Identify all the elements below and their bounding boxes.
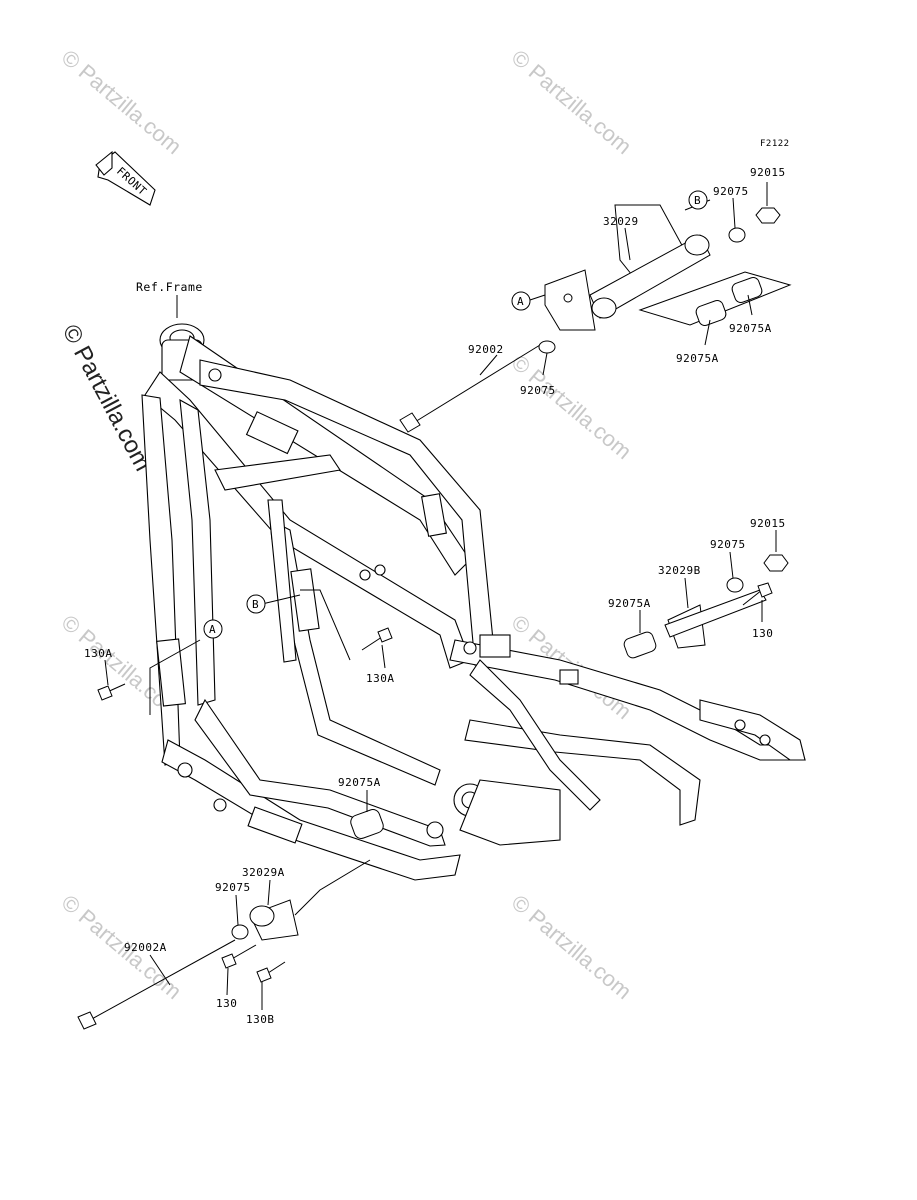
- label-32029: 32029: [603, 215, 639, 228]
- label-130A-center: 130A: [366, 672, 395, 685]
- front-arrow-icon: FRONT: [95, 150, 156, 206]
- watermark-text: © Partzilla.com: [57, 45, 187, 159]
- washer-92075-top: [728, 227, 746, 243]
- bottom-mount-assembly: [77, 790, 384, 1030]
- nut-92015-mid: [763, 554, 789, 572]
- part-labels: 32029 92075 92015 92075A 92075A 92002 92…: [84, 166, 786, 1026]
- callout-a-top: A: [511, 291, 531, 311]
- nut-92015-top: [755, 207, 781, 224]
- bushing-92075A-left: [695, 300, 727, 326]
- bolt-130A-left: [97, 685, 113, 701]
- bolt-130-bottom: [221, 953, 237, 969]
- watermark-text: © Partzilla.com: [57, 890, 187, 1004]
- mid-mount-assembly: [623, 530, 789, 659]
- figure-code: F2122: [760, 139, 790, 149]
- label-92015-top: 92015: [750, 166, 786, 179]
- watermark-main: © Partzilla.com: [57, 320, 157, 475]
- bolt-130-mid: [757, 582, 773, 598]
- label-32029B: 32029B: [658, 564, 701, 577]
- label-130A-left: 130A: [84, 647, 113, 660]
- bushing-92075A-bottom: [350, 809, 384, 839]
- svg-text:A: A: [517, 295, 524, 308]
- label-32029A: 32029A: [242, 866, 285, 879]
- label-92002A: 92002A: [124, 941, 167, 954]
- bracket-32029A: [249, 899, 299, 941]
- callout-a-left: A: [203, 619, 223, 639]
- callout-b-left: B: [246, 594, 266, 614]
- bushing-92075A-right: [731, 277, 763, 303]
- svg-text:B: B: [252, 598, 259, 611]
- label-92075A-top-right: 92075A: [729, 322, 772, 335]
- label-92075A-mid: 92075A: [608, 597, 651, 610]
- bushing-92075A-mid: [623, 631, 657, 659]
- label-92075A-bottom: 92075A: [338, 776, 381, 789]
- label-92075-mid2: 92075: [710, 538, 746, 551]
- bolt-92002-head: [399, 412, 421, 433]
- label-130B: 130B: [246, 1013, 275, 1026]
- svg-text:B: B: [694, 194, 701, 207]
- label-130-mid: 130: [752, 627, 773, 640]
- watermark-text: © Partzilla.com: [507, 45, 637, 159]
- bolt-130B: [256, 967, 272, 983]
- bolt-92002A-head: [77, 1011, 97, 1030]
- washer-92075-bottom: [231, 924, 249, 940]
- watermark-text: © Partzilla.com: [507, 350, 637, 464]
- left-mount-parts: [97, 589, 393, 715]
- label-92002: 92002: [468, 343, 504, 356]
- motorcycle-frame: [141, 323, 806, 881]
- watermark-text: © Partzilla.com: [507, 890, 637, 1004]
- svg-text:A: A: [209, 623, 216, 636]
- top-mount-assembly: [399, 182, 792, 433]
- label-92075A-top-left: 92075A: [676, 352, 719, 365]
- label-130-bottom: 130: [216, 997, 237, 1010]
- label-92075-mid: 92075: [520, 384, 556, 397]
- label-92075-bottom: 92075: [215, 881, 251, 894]
- callout-b-top: B: [688, 190, 708, 210]
- bolt-130A-center: [377, 627, 393, 643]
- washer-92075-mid: [538, 340, 556, 354]
- washer-92075-mid2: [726, 577, 744, 593]
- label-92015-mid: 92015: [750, 517, 786, 530]
- label-92075-top: 92075: [713, 185, 749, 198]
- ref-frame-label: Ref.Frame: [136, 280, 203, 294]
